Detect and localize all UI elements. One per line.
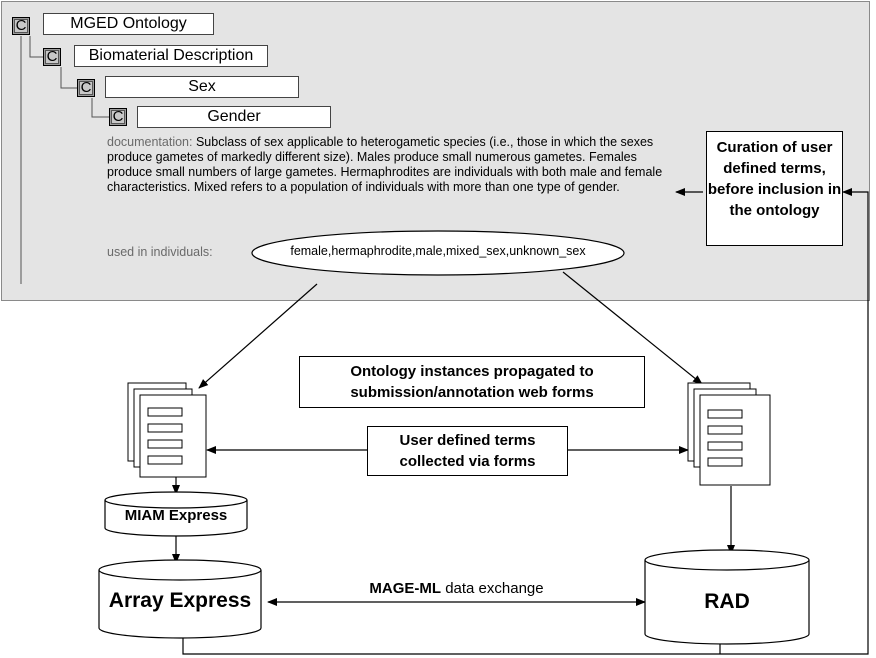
- class-icon: C: [43, 48, 61, 66]
- user-terms-box: User defined terms collected via forms: [367, 426, 568, 476]
- arrow-feedback-loop: [182, 188, 869, 655]
- documentation-text: documentation: Subclass of sex applicabl…: [107, 135, 667, 195]
- arrow-to-left-forms: [198, 283, 318, 389]
- tree-node-mged-ontology[interactable]: MGED Ontology: [43, 13, 214, 35]
- exchange-label-rest: data exchange: [441, 580, 544, 597]
- individuals-values: female,hermaphrodite,male,mixed_sex,unkn…: [290, 244, 586, 258]
- miam-express-label: MIAM Express: [124, 507, 228, 524]
- class-icon: C: [77, 79, 95, 97]
- class-icon: C: [12, 17, 30, 35]
- documentation-body: Subclass of sex applicable to heterogame…: [107, 135, 663, 194]
- exchange-label-bold: MAGE-ML: [369, 580, 442, 597]
- class-icon: C: [109, 108, 127, 126]
- rad-label: RAD: [704, 590, 750, 613]
- propagation-box: Ontology instances propagated to submiss…: [299, 356, 645, 408]
- exchange-label: MAGE-ML data exchange: [268, 580, 645, 597]
- rad-cylinder: [644, 549, 810, 645]
- individuals-ellipse: [251, 230, 625, 276]
- miam-express-cylinder: [104, 491, 248, 537]
- array-express-label: Array Express: [108, 589, 252, 612]
- left-forms-icon: [127, 382, 207, 478]
- arrow-to-right-forms: [562, 271, 703, 385]
- array-express-cylinder: [98, 559, 262, 639]
- right-forms-icon: [687, 382, 771, 486]
- used-in-individuals-label: used in individuals:: [107, 245, 213, 259]
- curation-box: Curation of user defined terms, before i…: [706, 131, 843, 246]
- tree-node-sex[interactable]: Sex: [105, 76, 299, 98]
- documentation-label: documentation:: [107, 135, 193, 149]
- tree-lines: [20, 36, 109, 284]
- tree-node-gender[interactable]: Gender: [137, 106, 331, 128]
- tree-node-biomaterial-description[interactable]: Biomaterial Description: [74, 45, 268, 67]
